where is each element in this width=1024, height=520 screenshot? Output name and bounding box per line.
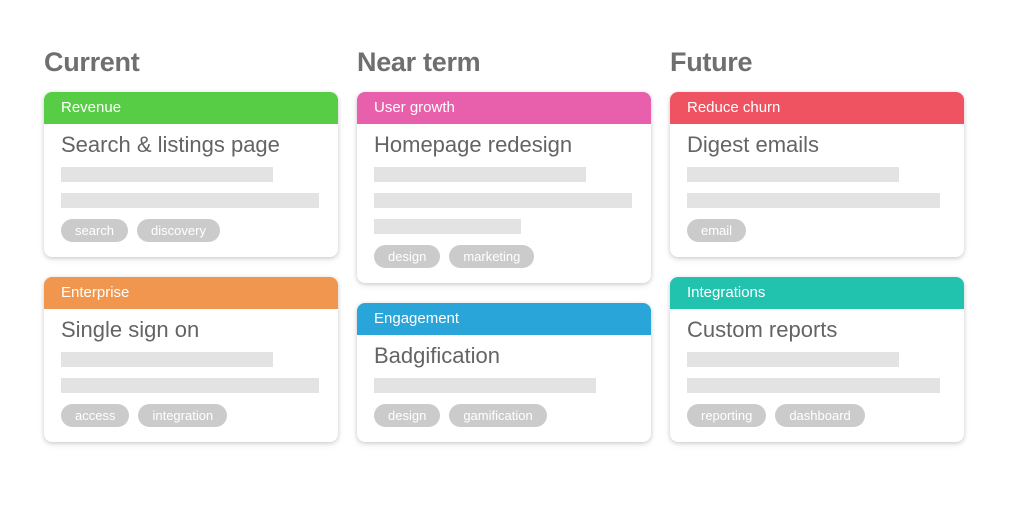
column-current: Current Revenue Search & listings page s… <box>44 46 338 462</box>
card-title: Badgification <box>374 343 500 368</box>
card-category-header: Reduce churn <box>670 92 964 124</box>
card-title: Digest emails <box>687 132 820 157</box>
tag-pill[interactable]: discovery <box>137 219 220 242</box>
description-placeholder-bar <box>61 378 319 393</box>
card-category-header: Enterprise <box>44 277 338 309</box>
card-title: Custom reports <box>687 317 838 342</box>
tag-list: design gamification <box>374 404 632 427</box>
tag-list: search discovery <box>61 219 319 242</box>
tag-list: reporting dashboard <box>687 404 945 427</box>
description-placeholder-bar <box>374 167 586 182</box>
roadmap-card-enterprise[interactable]: Enterprise Single sign on access integra… <box>44 277 338 442</box>
card-title: Homepage redesign <box>374 132 573 157</box>
tag-pill[interactable]: gamification <box>449 404 547 427</box>
card-category-header: Integrations <box>670 277 964 309</box>
tag-pill[interactable]: marketing <box>449 245 535 268</box>
tag-list: design marketing <box>374 245 632 268</box>
tag-list: access integration <box>61 404 319 427</box>
column-heading: Future <box>670 47 753 77</box>
description-placeholder-bar <box>687 378 940 393</box>
card-category-header: Revenue <box>44 92 338 124</box>
description-placeholder-bar <box>687 193 940 208</box>
roadmap-card-integrations[interactable]: Integrations Custom reports reporting da… <box>670 277 964 442</box>
roadmap-card-engagement[interactable]: Engagement Badgification design gamifica… <box>357 303 651 442</box>
roadmap-card-user-growth[interactable]: User growth Homepage redesign design mar… <box>357 92 651 283</box>
tag-pill[interactable]: design <box>374 245 441 268</box>
card-title: Search & listings page <box>61 132 280 157</box>
description-placeholder-bar <box>687 167 899 182</box>
description-placeholder-bar <box>61 193 319 208</box>
tag-pill[interactable]: email <box>687 219 747 242</box>
roadmap-card-reduce-churn[interactable]: Reduce churn Digest emails email <box>670 92 964 257</box>
column-near-term: Near term User growth Homepage redesign … <box>357 46 651 462</box>
description-placeholder-bar <box>687 352 899 367</box>
tag-pill[interactable]: search <box>61 219 129 242</box>
card-body: Digest emails email <box>670 124 964 257</box>
card-body: Homepage redesign design marketing <box>357 124 651 283</box>
tag-pill[interactable]: design <box>374 404 441 427</box>
card-body: Custom reports reporting dashboard <box>670 309 964 442</box>
tag-list: email <box>687 219 945 242</box>
card-category-header: Engagement <box>357 303 651 335</box>
card-category-header: User growth <box>357 92 651 124</box>
roadmap-card-revenue[interactable]: Revenue Search & listings page search di… <box>44 92 338 257</box>
tag-pill[interactable]: dashboard <box>775 404 865 427</box>
description-placeholder-bar <box>374 193 632 208</box>
card-body: Badgification design gamification <box>357 335 651 442</box>
tag-pill[interactable]: reporting <box>687 404 767 427</box>
tag-pill[interactable]: integration <box>138 404 228 427</box>
column-future: Future Reduce churn Digest emails email … <box>670 46 964 462</box>
card-body: Single sign on access integration <box>44 309 338 442</box>
column-heading: Near term <box>357 47 481 77</box>
description-placeholder-bar <box>374 378 596 393</box>
description-placeholder-bar <box>374 219 522 234</box>
card-body: Search & listings page search discovery <box>44 124 338 257</box>
card-title: Single sign on <box>61 317 200 342</box>
description-placeholder-bar <box>61 167 273 182</box>
column-heading: Current <box>44 47 140 77</box>
description-placeholder-bar <box>61 352 273 367</box>
tag-pill[interactable]: access <box>61 404 130 427</box>
